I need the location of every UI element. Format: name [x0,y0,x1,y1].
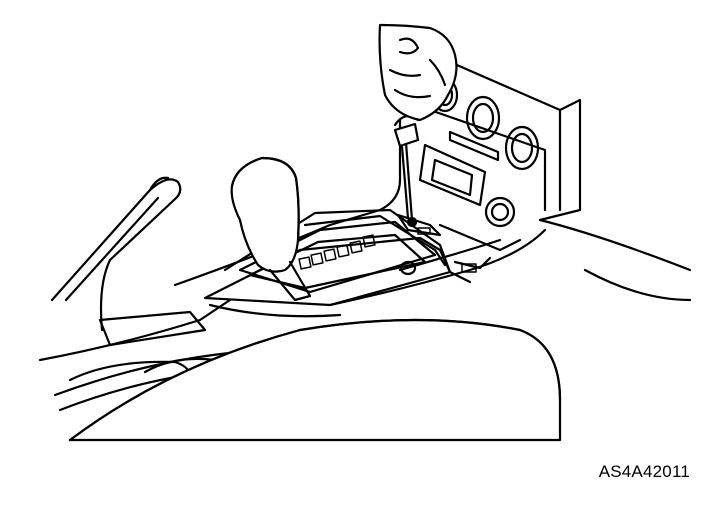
screwdriver [393,114,420,222]
parking-brake-lever [50,176,182,332]
seat-cushion [68,318,562,442]
hand [378,23,458,122]
shift-indicator [298,234,417,276]
shift-lever [230,156,312,302]
figure-reference-code: AS4A42011 [598,462,690,481]
